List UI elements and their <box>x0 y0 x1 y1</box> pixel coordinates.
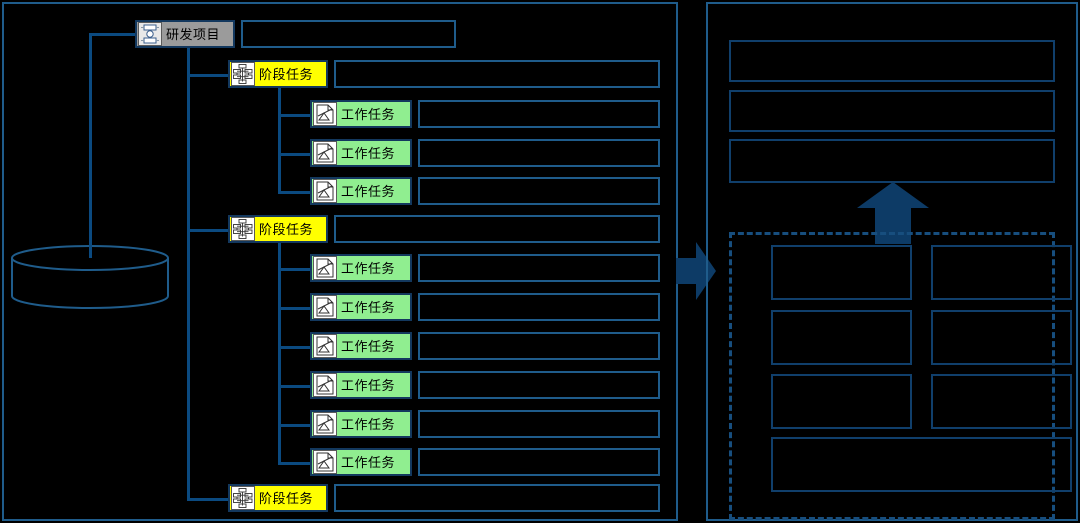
grouped-box-3[interactable] <box>771 310 912 365</box>
node-stage-1-label: 阶段任务 <box>259 66 314 82</box>
node-work-1-3[interactable]: 工作任务 <box>310 177 412 205</box>
node-stage-3-label: 阶段任务 <box>259 490 314 506</box>
connector-root-horizontal <box>89 33 137 36</box>
node-work-1-2-label: 工作任务 <box>341 145 396 161</box>
flowchart-icon <box>231 217 255 241</box>
connector-stage-3 <box>187 498 232 501</box>
connector-stage-2-children-spine <box>278 243 281 462</box>
image-document-icon <box>313 141 337 165</box>
node-work-2-3-label: 工作任务 <box>341 338 396 354</box>
grouped-items-container <box>729 232 1055 520</box>
node-work-1-3-label: 工作任务 <box>341 183 396 199</box>
grouped-box-2[interactable] <box>931 245 1072 300</box>
connector-stage-1-children-spine <box>278 88 281 191</box>
grouped-box-7[interactable] <box>771 437 1072 492</box>
image-document-icon <box>313 179 337 203</box>
node-stage-2[interactable]: 阶段任务 <box>228 215 328 243</box>
node-work-2-4[interactable]: 工作任务 <box>310 371 412 399</box>
work-2-1-note-box[interactable] <box>418 254 660 282</box>
node-work-1-2[interactable]: 工作任务 <box>310 139 412 167</box>
work-2-5-note-box[interactable] <box>418 410 660 438</box>
node-stage-2-label: 阶段任务 <box>259 221 314 237</box>
node-work-2-5-label: 工作任务 <box>341 416 396 432</box>
connector-stage-spine <box>187 36 190 498</box>
image-document-icon <box>313 334 337 358</box>
work-1-3-note-box[interactable] <box>418 177 660 205</box>
work-1-2-note-box[interactable] <box>418 139 660 167</box>
work-2-3-note-box[interactable] <box>418 332 660 360</box>
image-document-icon <box>313 102 337 126</box>
image-document-icon <box>313 256 337 280</box>
node-stage-1[interactable]: 阶段任务 <box>228 60 328 88</box>
node-work-2-1[interactable]: 工作任务 <box>310 254 412 282</box>
node-root-project[interactable]: 研发项目 <box>135 20 235 48</box>
node-work-2-4-label: 工作任务 <box>341 377 396 393</box>
connector-work-2-6 <box>278 462 313 465</box>
connector-work-2-1 <box>278 268 313 271</box>
node-work-2-2[interactable]: 工作任务 <box>310 293 412 321</box>
connector-stage-1 <box>187 74 232 77</box>
image-document-icon <box>313 412 337 436</box>
flowchart-icon <box>231 62 255 86</box>
summary-box-1[interactable] <box>729 40 1055 82</box>
connector-work-2-5 <box>278 424 313 427</box>
grouped-box-5[interactable] <box>771 374 912 429</box>
grouped-box-1[interactable] <box>771 245 912 300</box>
node-work-2-3[interactable]: 工作任务 <box>310 332 412 360</box>
connector-stage-2 <box>187 229 232 232</box>
connector-work-1-3 <box>278 191 313 194</box>
flowchart-icon <box>231 486 255 510</box>
node-work-2-6[interactable]: 工作任务 <box>310 448 412 476</box>
work-2-6-note-box[interactable] <box>418 448 660 476</box>
connector-work-1-1 <box>278 114 313 117</box>
image-document-icon <box>313 295 337 319</box>
connector-work-1-2 <box>278 153 313 156</box>
connector-work-2-4 <box>278 385 313 388</box>
summary-box-3[interactable] <box>729 139 1055 183</box>
connector-work-2-2 <box>278 307 313 310</box>
image-document-icon <box>313 450 337 474</box>
connector-work-2-3 <box>278 346 313 349</box>
stage-2-note-box[interactable] <box>334 215 660 243</box>
work-2-2-note-box[interactable] <box>418 293 660 321</box>
grouped-box-4[interactable] <box>931 310 1072 365</box>
stage-1-note-box[interactable] <box>334 60 660 88</box>
node-work-2-1-label: 工作任务 <box>341 260 396 276</box>
node-work-1-1[interactable]: 工作任务 <box>310 100 412 128</box>
org-chart-icon <box>138 22 162 46</box>
node-work-1-1-label: 工作任务 <box>341 106 396 122</box>
arrow-up-icon <box>857 182 929 244</box>
grouped-box-6[interactable] <box>931 374 1072 429</box>
node-work-2-5[interactable]: 工作任务 <box>310 410 412 438</box>
root-note-box[interactable] <box>241 20 456 48</box>
right-panel <box>706 2 1078 521</box>
work-2-4-note-box[interactable] <box>418 371 660 399</box>
node-work-2-6-label: 工作任务 <box>341 454 396 470</box>
image-document-icon <box>313 373 337 397</box>
summary-box-2[interactable] <box>729 90 1055 132</box>
node-root-label: 研发项目 <box>166 26 221 42</box>
node-stage-3[interactable]: 阶段任务 <box>228 484 328 512</box>
work-1-1-note-box[interactable] <box>418 100 660 128</box>
stage-3-note-box[interactable] <box>334 484 660 512</box>
node-work-2-2-label: 工作任务 <box>341 299 396 315</box>
connector-db-trunk <box>89 33 92 258</box>
